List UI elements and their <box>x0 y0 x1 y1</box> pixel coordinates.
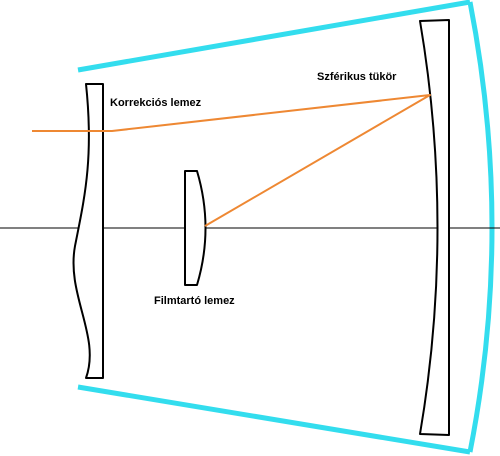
corrector-plate-label: Korrekciós lemez <box>110 97 202 109</box>
spherical-mirror <box>419 19 451 436</box>
spherical-mirror-label: Szférikus tükör <box>317 71 397 83</box>
corrector-plate <box>72 83 104 379</box>
light-ray <box>32 94 431 227</box>
tube-back-arc <box>467 1 495 453</box>
film-holder-plate <box>184 170 207 286</box>
tube-bottom-edge <box>77 384 471 455</box>
film-holder-plate-label: Filmtartó lemez <box>154 295 235 307</box>
tube-top-edge <box>77 0 471 73</box>
